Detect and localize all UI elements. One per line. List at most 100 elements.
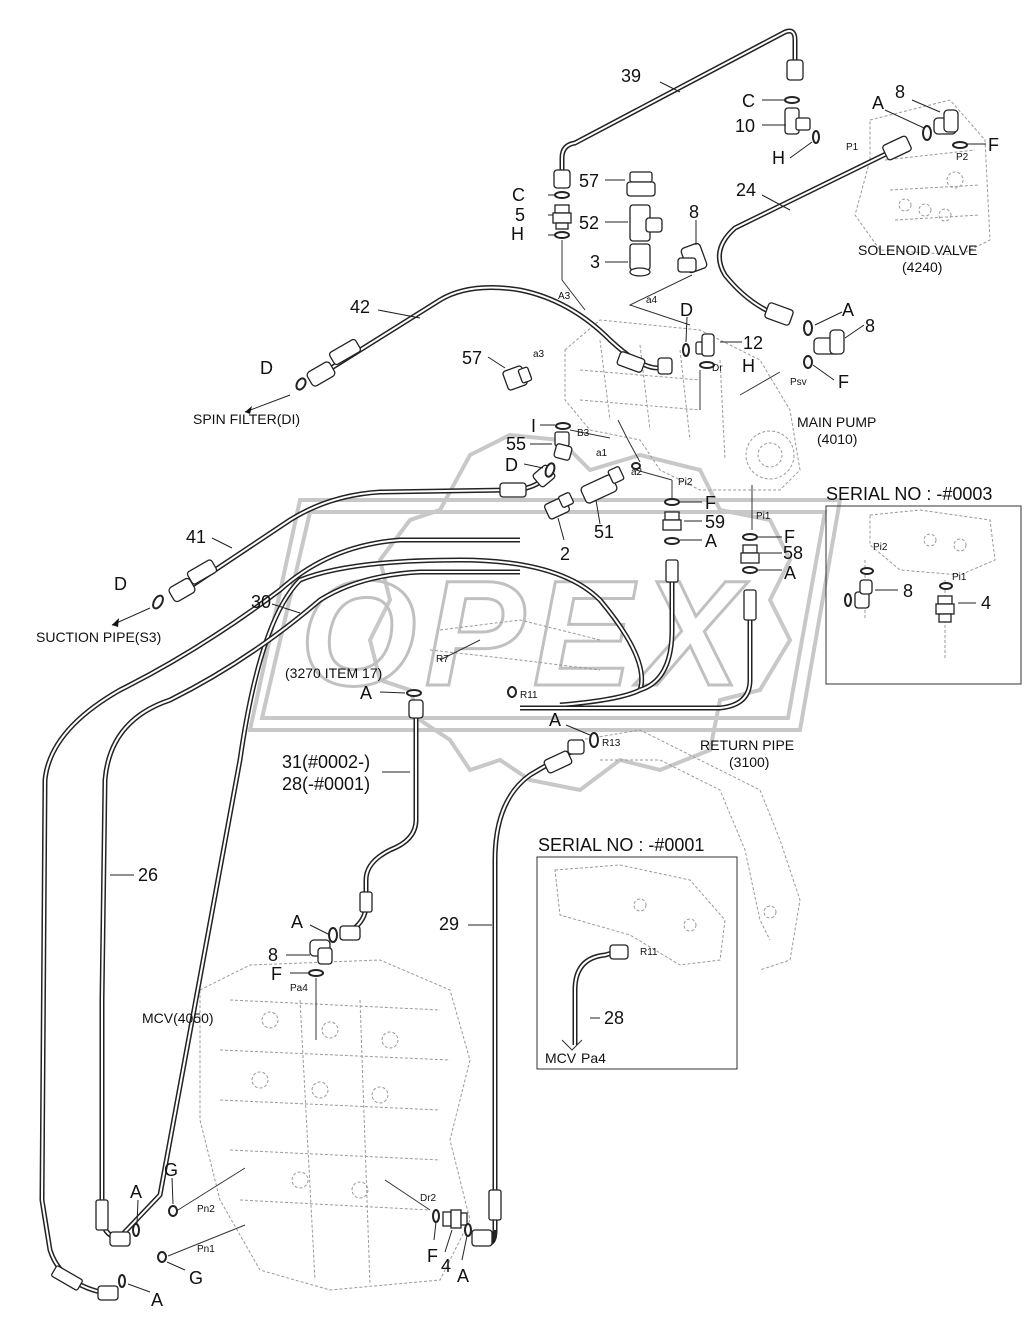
letter-h: H <box>742 356 755 376</box>
letter-a: A <box>291 912 303 932</box>
serial-bottom-title: SERIAL NO : -#0001 <box>538 835 704 855</box>
return-pipe-code: (3100) <box>729 754 769 770</box>
elbow-fitting-8-mid <box>677 242 708 274</box>
letter-a: A <box>549 710 561 730</box>
part-31-label: 31(#0002-) <box>282 752 370 772</box>
mcv-label: MCV(4050) <box>142 1010 214 1026</box>
callout-2: 2 <box>560 544 570 564</box>
callout-29: 29 <box>439 914 459 934</box>
plug-57-left <box>502 365 533 391</box>
adapter-3 <box>629 243 651 277</box>
hose-42 <box>306 285 673 387</box>
solenoid-valve-outline <box>854 99 991 256</box>
callout-3: 3 <box>590 252 600 272</box>
hose-31-28 <box>339 699 424 941</box>
letter-c: C <box>512 185 525 205</box>
hose-29 <box>471 739 585 1247</box>
connector-4-inset <box>935 595 955 623</box>
inset-serial-0003: SERIAL NO : -#0003 8 4 Pi2 Pi1 <box>825 484 1022 685</box>
hose-58-line <box>520 589 757 711</box>
callout-10: 10 <box>735 116 755 136</box>
letter-a: A <box>872 93 884 113</box>
letter-a: A <box>457 1266 469 1286</box>
letter-d: D <box>680 300 693 320</box>
port-label-a3: a3 <box>533 349 545 360</box>
port-label-dr2: Dr2 <box>420 1193 437 1204</box>
callout-24: 24 <box>736 180 756 200</box>
port-label-pi2: Pi2 <box>678 477 693 488</box>
callout-12: 12 <box>743 333 763 353</box>
elbow-fitting-10 <box>784 107 811 135</box>
letter-c: C <box>742 91 755 111</box>
callout-39: 39 <box>621 66 641 86</box>
letter-f: F <box>427 1246 438 1266</box>
letter-a: A <box>151 1290 163 1310</box>
letter-i: I <box>531 416 536 436</box>
letter-a: A <box>130 1182 142 1202</box>
label-group: 39 10 8 24 57 5 52 8 3 42 57 12 8 55 41 … <box>36 66 999 1310</box>
port-label-p2: P2 <box>956 152 969 163</box>
port-label-p1: P1 <box>846 142 859 153</box>
callout-57-top: 57 <box>579 171 599 191</box>
inset-serial-0001: SERIAL NO : -#0001 28 R11 MCV Pa4 <box>536 835 738 1070</box>
hose-39 <box>553 28 804 189</box>
hose-30 <box>118 557 679 1239</box>
callout-4-mcv: 4 <box>441 1256 451 1276</box>
callout-8-mid: 8 <box>689 202 699 222</box>
port-label-a3-upper: A3 <box>558 291 571 302</box>
connector-5 <box>552 204 572 230</box>
main-pump-label: MAIN PUMP <box>797 414 876 430</box>
valve-51 <box>580 466 625 504</box>
port-label-a1: a1 <box>596 448 608 459</box>
elbow-fitting-55 <box>553 431 573 461</box>
letter-d: D <box>114 574 127 594</box>
port-label-r7: R7 <box>436 654 449 665</box>
callout-55: 55 <box>506 434 526 454</box>
plug-57-top <box>626 171 656 197</box>
elbow-fitting-8-pump <box>813 329 845 355</box>
check-valve-2 <box>543 492 574 520</box>
elbow-fitting-8-mcv <box>309 939 333 965</box>
callout-8-pump: 8 <box>865 316 875 336</box>
tee-fitting-52 <box>629 204 663 242</box>
callout-58: 58 <box>783 543 803 563</box>
letter-d: D <box>260 358 273 378</box>
letter-h: H <box>511 224 524 244</box>
hose-41 <box>168 464 556 603</box>
port-label-r11-inset: R11 <box>640 947 658 958</box>
item-ref-label: (3270 ITEM 17) <box>285 665 382 681</box>
part-28-range-label: 28(-#0001) <box>282 774 370 794</box>
port-label-pn1: Pn1 <box>197 1244 215 1255</box>
port-label-a4: a4 <box>646 295 658 306</box>
port-label-pa4: Pa4 <box>290 983 308 994</box>
letter-g: G <box>189 1268 203 1288</box>
callout-42: 42 <box>350 297 370 317</box>
connector-58 <box>740 544 760 564</box>
letter-f: F <box>705 493 716 513</box>
callout-59: 59 <box>705 512 725 532</box>
return-pipe-outline <box>429 619 801 971</box>
port-label-a2: a2 <box>631 467 643 478</box>
callout-52: 52 <box>579 213 599 233</box>
main-pump-code: (4010) <box>817 431 857 447</box>
mcv-outline <box>199 959 471 1291</box>
elbow-fitting-8-top <box>933 109 959 135</box>
letter-a: A <box>784 563 796 583</box>
hose-26 <box>39 537 520 1301</box>
return-pipe-label: RETURN PIPE <box>700 737 794 753</box>
spin-filter-label: SPIN FILTER(DI) <box>193 411 300 427</box>
port-label-r11: R11 <box>520 690 538 701</box>
callout-5: 5 <box>515 205 525 225</box>
solenoid-valve-label: SOLENOID VALVE <box>858 242 977 258</box>
callout-28-inset: 28 <box>604 1008 624 1028</box>
letter-f: F <box>271 964 282 984</box>
port-label-pi1: Pi1 <box>952 572 967 583</box>
callout-8: 8 <box>903 581 913 601</box>
letter-f: F <box>988 135 999 155</box>
port-label-pi1: Pi1 <box>756 511 771 522</box>
port-label-pa4-inset: Pa4 <box>581 1050 606 1066</box>
connector-4-mcv <box>442 1209 468 1229</box>
callout-26: 26 <box>138 865 158 885</box>
main-pump-outline <box>564 319 801 491</box>
callout-8-top: 8 <box>895 82 905 102</box>
